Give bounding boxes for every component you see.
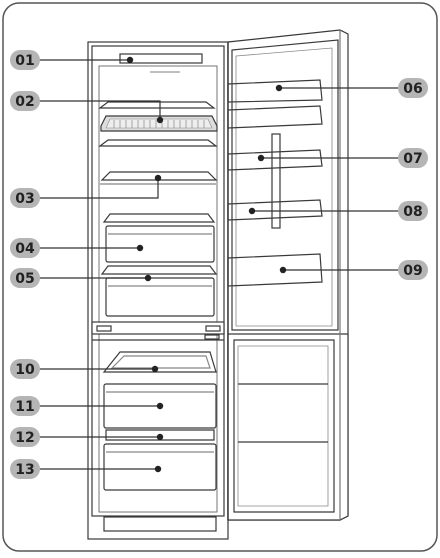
- crisper-drawer-lower: [105, 277, 215, 317]
- callout-04: 04: [10, 238, 40, 258]
- callout-dots: [126, 56, 287, 473]
- callout-06: 06: [398, 78, 428, 98]
- callout-09: 09: [398, 260, 428, 280]
- callout-12-label: 12: [15, 430, 34, 446]
- callout-10: 10: [10, 359, 40, 379]
- callout-03-label: 03: [15, 191, 34, 207]
- callout-07-label: 07: [403, 151, 422, 167]
- callout-04-label: 04: [15, 241, 35, 257]
- callout-12: 12: [10, 427, 40, 447]
- callout-05: 05: [10, 268, 40, 288]
- callout-11-label: 11: [15, 399, 34, 415]
- callout-06-label: 06: [403, 81, 422, 97]
- callout-02: 02: [10, 91, 40, 111]
- fridge-cabinet: [87, 41, 229, 540]
- control-panel-strip: [119, 53, 203, 64]
- callout-13-label: 13: [15, 462, 34, 478]
- freezer-drawer-top: [102, 351, 217, 373]
- callout-03: 03: [10, 188, 40, 208]
- fridge-door: [227, 29, 349, 521]
- callout-08: 08: [398, 201, 428, 221]
- bottom-kick-plate: [103, 516, 217, 532]
- callout-01: 01: [10, 50, 40, 70]
- freezer-drawer-bottom: [103, 443, 217, 491]
- callout-07: 07: [398, 148, 428, 168]
- door-bottle-rail: [271, 133, 281, 229]
- callout-02-label: 02: [15, 94, 34, 110]
- callout-05-label: 05: [15, 271, 34, 287]
- glass-shelf-top: [98, 101, 216, 109]
- crisper-divider: [100, 265, 218, 275]
- callout-09-label: 09: [403, 263, 422, 279]
- outer-border: [2, 2, 438, 552]
- glass-shelf-2: [98, 139, 218, 147]
- crisper-cover: [102, 213, 216, 223]
- callout-13: 13: [10, 459, 40, 479]
- callout-01-label: 01: [15, 53, 34, 69]
- crisper-drawer-upper: [105, 225, 215, 263]
- glass-shelf-3: [100, 171, 218, 181]
- callout-10-label: 10: [15, 362, 35, 378]
- callout-08-label: 08: [403, 204, 422, 220]
- callout-11: 11: [10, 396, 40, 416]
- callout-lines: [37, 59, 402, 470]
